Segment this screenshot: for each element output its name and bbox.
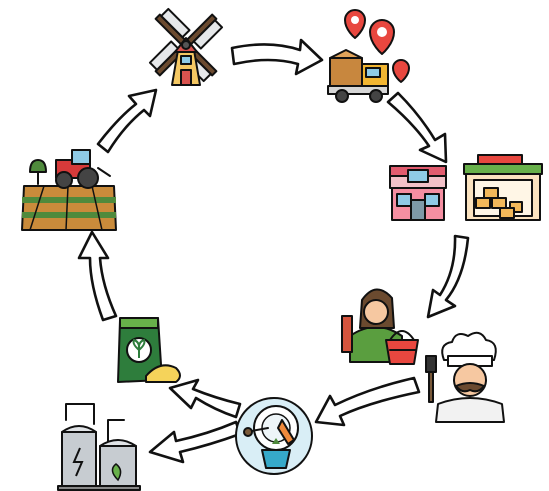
shopper-with-basket-icon	[341, 288, 419, 365]
arrow-windmill-to-logistics	[230, 38, 324, 76]
chef-icon	[425, 331, 505, 423]
arrow-chef-to-waste	[314, 376, 421, 427]
arrow-waste-to-bioplant	[148, 420, 242, 464]
arrow-fertilizer-to-farm	[77, 230, 118, 322]
windmill-icon	[148, 7, 224, 86]
arrow-waste-to-fertilizer	[168, 378, 242, 419]
retail-store-icon	[389, 165, 447, 221]
delivery-truck-icon	[327, 9, 410, 103]
arrow-market-to-consumer	[426, 234, 470, 319]
fertilizer-bag-icon	[117, 317, 181, 383]
arrow-farm-to-windmill	[96, 88, 158, 154]
arrow-logistics-to-market	[386, 91, 448, 164]
tractor-field-icon	[21, 149, 117, 231]
biogas-plant-icon	[57, 403, 141, 491]
market-stall-icon	[463, 154, 543, 221]
food-waste-disposal-icon	[235, 397, 313, 475]
